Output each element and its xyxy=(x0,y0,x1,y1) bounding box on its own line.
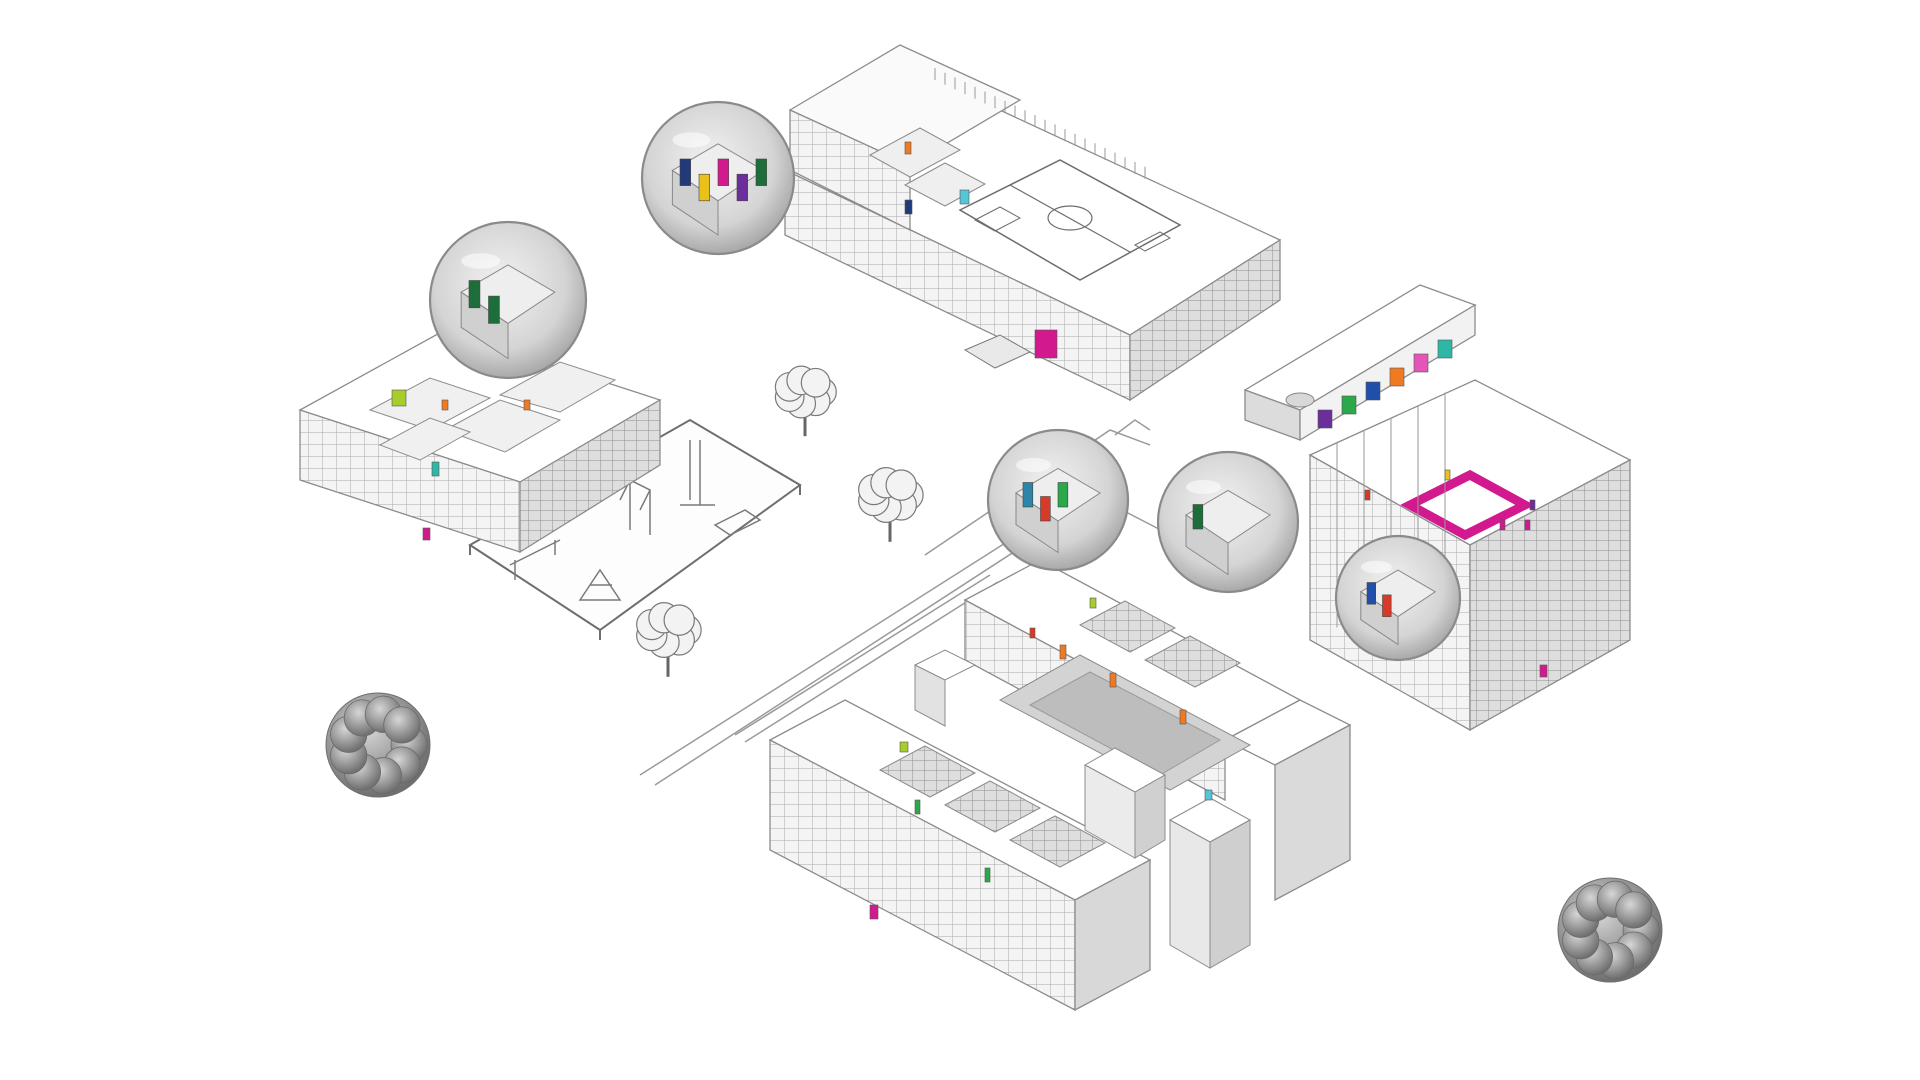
door-green xyxy=(984,867,991,883)
lens-tower-left xyxy=(1156,450,1300,594)
door-cyan xyxy=(959,189,970,205)
door-magenta xyxy=(1499,519,1506,531)
door-red xyxy=(1029,627,1036,639)
rope-pyramid xyxy=(578,568,622,601)
sandbox xyxy=(713,509,762,536)
door-orange xyxy=(904,141,912,155)
lenses-layer xyxy=(428,100,1462,662)
lens-tower-inner xyxy=(1334,534,1462,662)
door-lime xyxy=(391,389,407,407)
playground-equipment xyxy=(509,440,762,601)
door-orange xyxy=(1179,709,1187,725)
lens-kindergarten xyxy=(428,220,588,380)
lens-door-red xyxy=(1382,594,1392,617)
door-purple xyxy=(1529,499,1536,511)
lens-door-blue xyxy=(1366,582,1376,605)
shrub-right xyxy=(1557,877,1663,983)
door-orange xyxy=(441,399,449,411)
door-teal xyxy=(431,461,440,477)
lens-courtyard-north xyxy=(986,428,1130,572)
lens-door-dark_green xyxy=(755,158,767,186)
door-magenta xyxy=(422,527,431,541)
door-magenta xyxy=(869,904,879,920)
shrub-left xyxy=(325,692,431,798)
door-green xyxy=(914,799,921,815)
lens-door-yellow xyxy=(698,173,710,202)
tree-upper-left xyxy=(774,365,837,437)
lens-door-red xyxy=(1040,496,1051,522)
slide xyxy=(680,440,715,506)
swing-set xyxy=(619,478,652,535)
door-magenta xyxy=(1539,664,1548,678)
building-main-courtyard xyxy=(768,559,1352,1012)
climbing-bars xyxy=(509,539,561,580)
door-green xyxy=(1341,395,1357,415)
door-magenta xyxy=(1034,329,1058,359)
lens-door-green xyxy=(1057,482,1069,508)
door-lime xyxy=(899,741,909,753)
lens-door-dark_green xyxy=(488,295,500,324)
lens-door-dark_green xyxy=(468,280,481,309)
door-navy xyxy=(904,199,913,215)
trees-layer xyxy=(325,365,1663,983)
door-orange xyxy=(1389,367,1405,387)
door-orange xyxy=(1109,672,1117,688)
building-kindergarten xyxy=(298,329,662,554)
door-red xyxy=(1364,489,1371,501)
playground xyxy=(468,418,802,640)
door-orange xyxy=(1059,644,1067,660)
tree-lower-left xyxy=(636,601,702,677)
door-blue xyxy=(1365,381,1381,401)
lens-door-navy xyxy=(679,158,691,186)
door-teal xyxy=(1437,339,1453,359)
door-purple xyxy=(1317,409,1333,429)
building-long-pavilion xyxy=(1243,284,1477,442)
door-magenta xyxy=(1524,519,1531,531)
door-orange xyxy=(523,399,531,411)
lens-door-magenta xyxy=(717,158,729,186)
lens-door-purple xyxy=(736,173,748,202)
tree-middle xyxy=(858,466,924,542)
lens-sports-hall xyxy=(640,100,796,256)
door-lime xyxy=(1089,597,1097,609)
building-sports-hall xyxy=(783,44,1282,402)
lens-door-dark_green xyxy=(1192,504,1204,530)
door-cyan xyxy=(1204,789,1213,801)
door-pink xyxy=(1413,353,1429,373)
door-yellow xyxy=(1444,469,1451,481)
magenta-courtyard-walls xyxy=(1400,469,1535,541)
lens-door-steel_blue xyxy=(1022,482,1034,508)
